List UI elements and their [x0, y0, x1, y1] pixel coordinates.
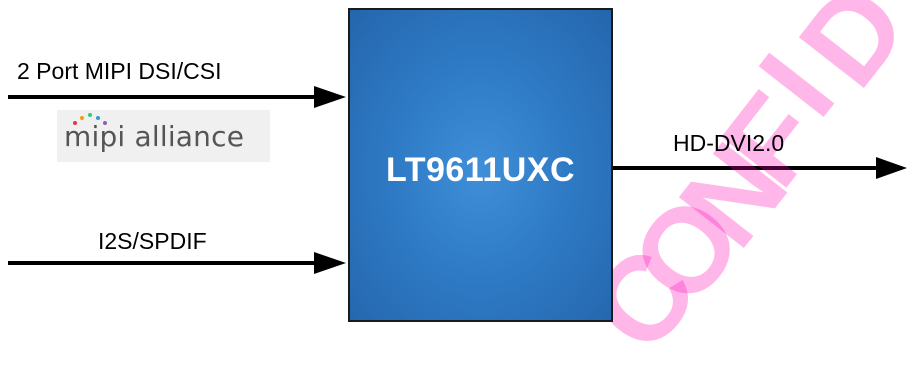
input-arrowhead-i2s	[314, 252, 346, 274]
output-label-hdmi: HD-DVI2.0	[673, 130, 785, 156]
output-arrowhead-hdmi	[876, 157, 907, 179]
input-arrowhead-mipi	[314, 86, 346, 108]
mipi-dots-icon	[73, 113, 107, 125]
block-diagram: C O N F I D 2 Port MIPI DSI/CSI I2S/SPDI…	[8, 0, 907, 375]
mipi-logo-text: mipi alliance	[64, 120, 245, 153]
input-label-i2s: I2S/SPDIF	[98, 228, 207, 254]
chip-block: LT9611UXC	[348, 8, 613, 322]
connection-layer	[8, 86, 907, 274]
chip-name: LT9611UXC	[385, 150, 576, 189]
mipi-alliance-logo: mipi alliance	[57, 110, 270, 162]
input-label-mipi: 2 Port MIPI DSI/CSI	[17, 58, 222, 84]
